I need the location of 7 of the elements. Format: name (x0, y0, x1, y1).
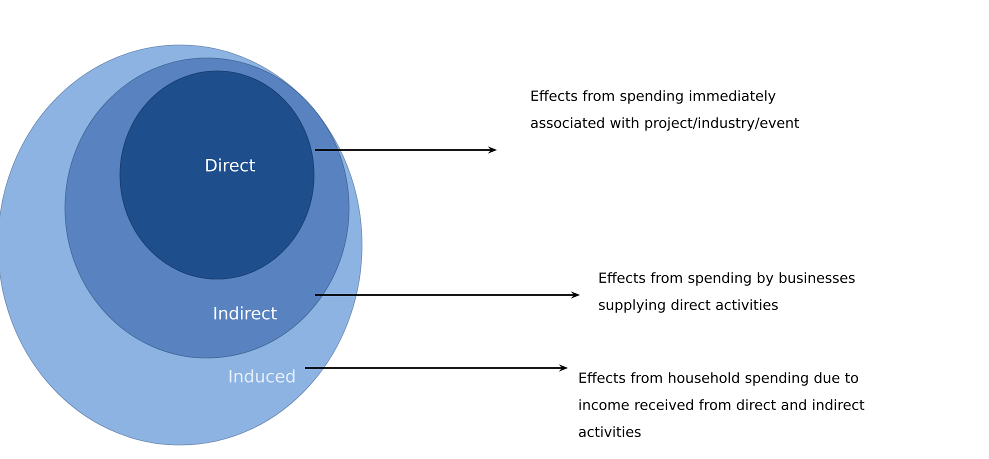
circle (120, 70, 314, 280)
description-text: Effects from spending by businesses supplying direct activities (598, 272, 855, 313)
circle-label: Direct (206, 158, 256, 172)
description-text: Effects from household spending due to income received from direct and indirect activities (579, 372, 864, 438)
description-text: Effects from spending immediately associated with project/industry/event (531, 90, 800, 131)
circle-label: Indirect (214, 306, 277, 320)
circle-label: Induced (230, 369, 294, 383)
